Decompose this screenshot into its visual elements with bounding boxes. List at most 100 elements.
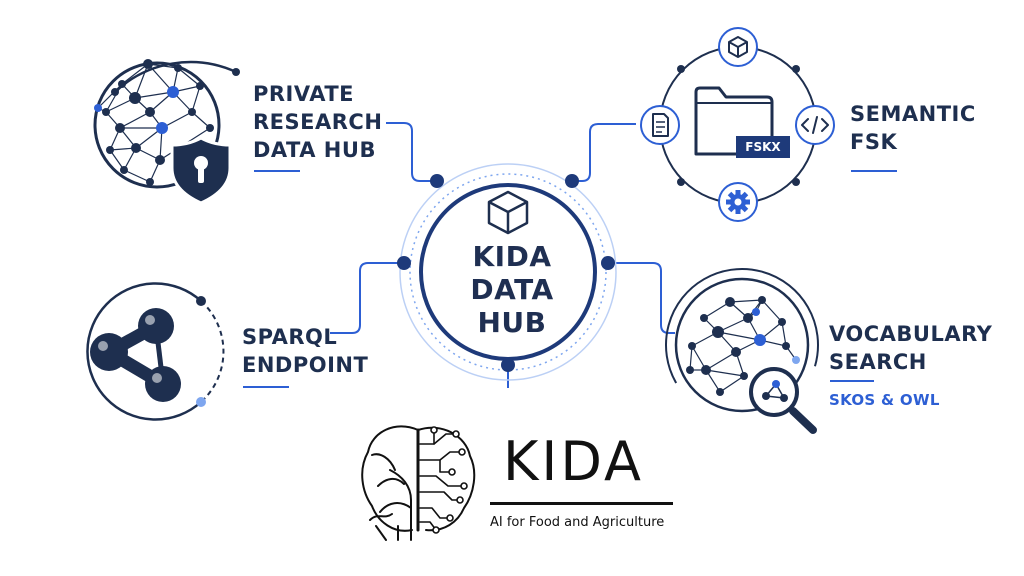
network-node xyxy=(129,92,141,104)
network-node xyxy=(778,318,786,326)
network-node xyxy=(686,366,694,374)
network-edge xyxy=(705,369,745,377)
sparql-underline xyxy=(243,386,289,388)
circuit-trace xyxy=(419,507,451,519)
network-node xyxy=(156,122,168,134)
circuit-trace xyxy=(419,433,457,445)
network-node xyxy=(118,80,126,88)
network-edge xyxy=(97,83,123,109)
network-edge xyxy=(689,345,693,371)
private-hub-underline xyxy=(254,170,300,172)
network-node xyxy=(188,108,196,116)
vocabulary-label: VOCABULARY SEARCH xyxy=(829,320,992,376)
hub-title-line-2: DATA xyxy=(470,273,554,306)
network-node xyxy=(143,59,153,69)
network-node xyxy=(167,86,179,98)
network-edge xyxy=(781,321,787,347)
circuit-node xyxy=(430,426,438,434)
semantic-fsk-line-2: FSK xyxy=(850,130,898,154)
hub-node-right xyxy=(601,256,615,270)
network-node xyxy=(155,155,165,165)
network-node xyxy=(120,166,128,174)
circuit-node xyxy=(456,496,464,504)
network-node xyxy=(754,334,766,346)
gear-icon xyxy=(718,182,758,222)
vocabulary-line-2: SEARCH xyxy=(829,350,927,374)
network-node xyxy=(131,143,141,153)
network-edge xyxy=(719,375,745,393)
sparql-line-1: SPARQL xyxy=(242,325,338,349)
network-node xyxy=(146,178,154,186)
network-edge xyxy=(717,331,761,341)
connector-sparql xyxy=(330,262,402,334)
network-node xyxy=(145,107,155,117)
sparql-graphic xyxy=(86,282,225,421)
hub-halo xyxy=(399,163,617,381)
connector-vocabulary xyxy=(608,262,675,334)
semantic-fsk-line-1: SEMANTIC xyxy=(850,102,976,126)
sparql-label: SPARQL ENDPOINT xyxy=(242,323,368,379)
circuit-node xyxy=(460,482,468,490)
vocabulary-subtitle: SKOS & OWL xyxy=(829,391,940,409)
semantic-fsk-graphic xyxy=(640,27,835,222)
vocabulary-underline xyxy=(830,380,874,382)
connector-semantic-fsk xyxy=(572,123,636,182)
cube-icon xyxy=(718,27,758,67)
network-node xyxy=(782,342,790,350)
network-node xyxy=(712,326,724,338)
network-edge xyxy=(761,299,783,323)
network-edge xyxy=(191,111,211,129)
gear-tooth xyxy=(735,208,741,214)
connector-private-hub xyxy=(386,122,437,182)
vocabulary-line-1: VOCABULARY xyxy=(829,322,993,346)
sparql-logo-icon xyxy=(90,308,181,402)
network-edge xyxy=(121,63,149,85)
network-node xyxy=(792,356,800,364)
vocab-outer-arc xyxy=(665,268,819,422)
network-edge xyxy=(134,91,174,99)
central-hub xyxy=(397,163,617,381)
fskx-tag: FSKX xyxy=(736,136,790,158)
circuit-node xyxy=(448,468,456,476)
network-edge xyxy=(105,83,123,113)
lock-shield-icon xyxy=(170,136,232,205)
circuit-trace xyxy=(439,459,453,473)
network-node xyxy=(752,308,760,316)
network-edge xyxy=(147,63,179,69)
private-hub-line-1: PRIVATE xyxy=(253,82,354,106)
circuit-trace xyxy=(419,491,461,501)
private-hub-graphic xyxy=(93,59,240,205)
brand-rule xyxy=(490,502,673,505)
network-node xyxy=(688,342,696,350)
tree-brain-logo-icon xyxy=(361,425,476,541)
code-icon xyxy=(795,105,835,145)
network-edge xyxy=(119,111,151,129)
hub-title-line-3: HUB xyxy=(477,306,547,339)
gear-tooth xyxy=(735,190,741,196)
network-node xyxy=(174,64,182,72)
vocabulary-graphic xyxy=(665,268,819,434)
hub-dotted-ring xyxy=(409,173,607,371)
circuit-node xyxy=(432,526,440,534)
network-node xyxy=(701,365,711,375)
network-node xyxy=(196,82,204,90)
circuit-trace xyxy=(419,475,465,487)
network-node xyxy=(206,124,214,132)
network-node xyxy=(740,372,748,380)
network-node xyxy=(115,123,125,133)
network-node xyxy=(731,347,741,357)
brand-tagline: AI for Food and Agriculture xyxy=(490,515,665,530)
hub-node-top-right xyxy=(565,174,579,188)
circuit-node xyxy=(446,514,454,522)
sparql-ring-dashed xyxy=(200,300,225,403)
circuit-node xyxy=(452,430,460,438)
private-hub-label: PRIVATE RESEARCH DATA HUB xyxy=(253,80,382,164)
network-node xyxy=(106,146,114,154)
hub-title: KIDA DATA HUB xyxy=(440,240,584,339)
network-node xyxy=(725,297,735,307)
network-edge xyxy=(705,351,737,371)
private-hub-line-2: RESEARCH xyxy=(253,110,383,134)
magnifier-icon xyxy=(749,367,817,434)
network-edge xyxy=(191,85,201,113)
network-edge xyxy=(109,149,125,171)
